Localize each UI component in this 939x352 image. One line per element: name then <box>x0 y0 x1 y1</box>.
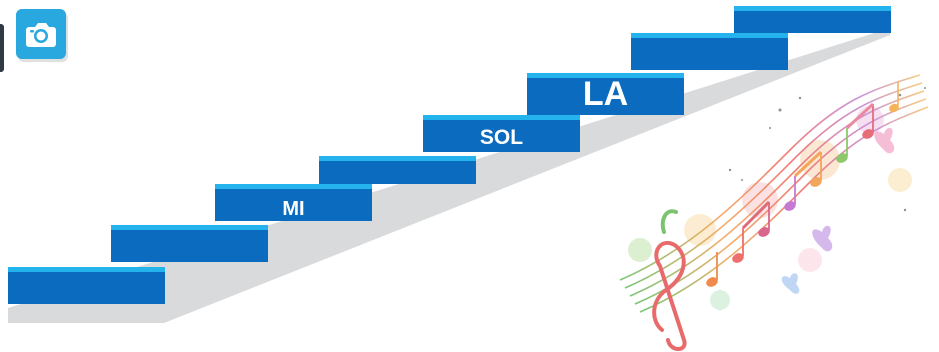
step-label-3: MI <box>282 198 305 220</box>
stair-step-4 <box>319 156 476 184</box>
stair-step-3: MI <box>215 184 372 221</box>
stair-step-5: SOL <box>423 115 580 152</box>
step-label-5: SOL <box>479 126 524 149</box>
stair-step-1 <box>8 267 165 304</box>
window-edge <box>0 24 4 72</box>
camera-app-button[interactable] <box>16 9 66 59</box>
stair-step-6: LA <box>527 73 684 115</box>
stair-step-8 <box>734 6 891 33</box>
stair-step-2 <box>111 225 268 262</box>
stair-step-7 <box>631 33 788 70</box>
step-label-6: LA <box>582 75 629 113</box>
camera-icon <box>26 23 56 47</box>
